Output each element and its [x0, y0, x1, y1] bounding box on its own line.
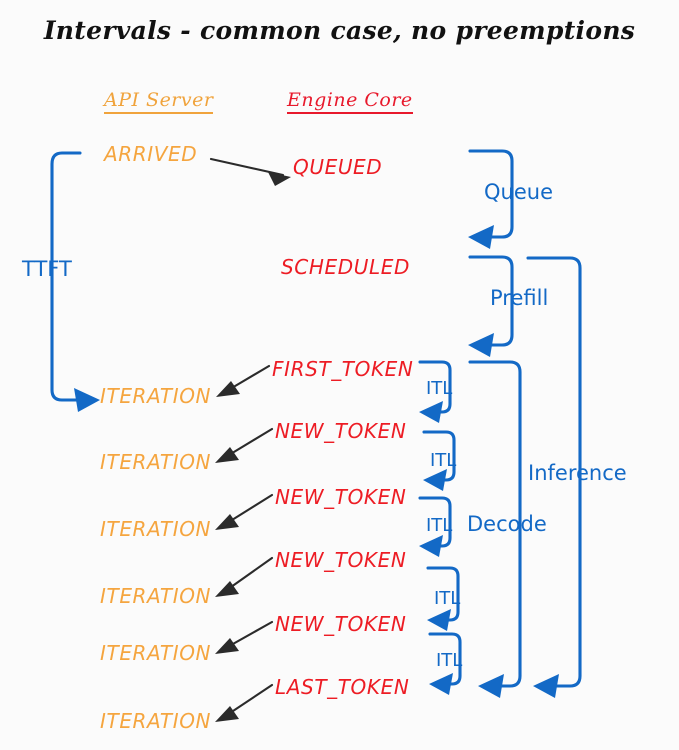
state-new-token-3: NEW_TOKEN: [275, 548, 407, 572]
state-arrived: ARRIVED: [104, 142, 198, 166]
arrow-new-token-4-to-iteration-5: [215, 620, 274, 654]
state-iteration-1: ITERATION: [100, 384, 212, 408]
state-scheduled: SCHEDULED: [281, 255, 410, 279]
state-queued: QUEUED: [293, 155, 383, 179]
state-iteration-5: ITERATION: [100, 641, 212, 665]
interval-label-ttft: TTFT: [22, 257, 72, 281]
interval-label-itl-2: ITL: [430, 450, 457, 471]
column-header-engine-core: Engine Core: [287, 89, 413, 114]
interval-label-itl-4: ITL: [434, 588, 461, 609]
state-iteration-3: ITERATION: [100, 517, 212, 541]
state-first-token: FIRST_TOKEN: [272, 357, 414, 381]
arrow-new-token-2-to-iteration-3: [215, 493, 274, 530]
state-iteration-4: ITERATION: [100, 584, 212, 608]
interval-label-itl-5: ITL: [436, 650, 463, 671]
diagram-title: Intervals - common case, no preemptions: [43, 16, 636, 45]
state-iteration-6: ITERATION: [100, 709, 212, 733]
interval-label-inference: Inference: [528, 461, 627, 485]
column-header-api-server: API Server: [104, 89, 214, 114]
arrow-new-token-1-to-iteration-2: [215, 427, 274, 463]
bracket-ttft: [50, 151, 100, 412]
state-new-token-4: NEW_TOKEN: [275, 612, 407, 636]
state-iteration-2: ITERATION: [100, 450, 212, 474]
state-last-token: LAST_TOKEN: [275, 675, 410, 699]
interval-label-prefill: Prefill: [490, 286, 549, 310]
interval-label-itl-1: ITL: [426, 378, 453, 399]
interval-label-itl-3: ITL: [426, 515, 453, 536]
arrow-first-token-to-iteration-1: [216, 364, 271, 397]
arrow-arrived-to-queued: [209, 157, 291, 186]
arrow-new-token-3-to-iteration-4: [215, 556, 274, 597]
state-new-token-1: NEW_TOKEN: [275, 419, 407, 443]
interval-label-queue: Queue: [484, 180, 553, 204]
interval-label-decode: Decode: [467, 512, 547, 536]
arrow-last-token-to-iteration-6: [215, 683, 274, 722]
state-new-token-2: NEW_TOKEN: [275, 485, 407, 509]
